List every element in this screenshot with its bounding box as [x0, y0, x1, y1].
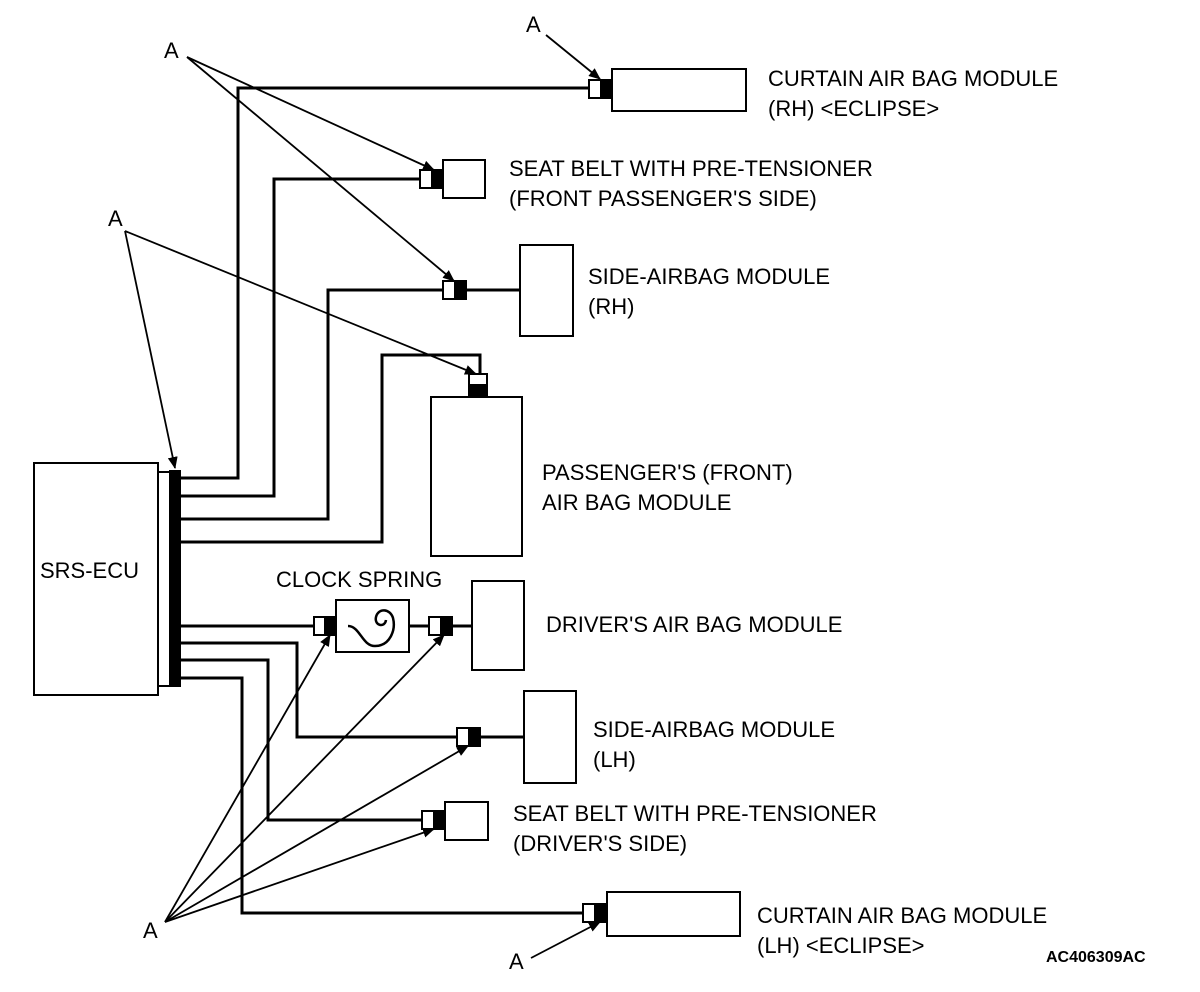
seatbelt-driver-label-line2: (DRIVER'S SIDE)	[513, 831, 688, 856]
clock-spring-label: CLOCK SPRING	[276, 567, 443, 592]
connector-clockspring-in	[313, 616, 337, 636]
seatbelt-passenger-module	[442, 159, 486, 199]
srs-ecu-connector-frame	[157, 471, 171, 687]
connector-passenger-front	[468, 373, 488, 398]
passenger-front-label-line1: PASSENGER'S (FRONT)	[542, 460, 793, 485]
wire-passenger-front	[181, 353, 482, 544]
side-rh-label-line2: (RH)	[588, 294, 635, 319]
wiring-harness	[181, 86, 588, 915]
connectors	[313, 79, 613, 923]
callout-a-upper-left: A	[164, 38, 179, 63]
wire-seatbelt-driver	[181, 658, 422, 822]
srs-ecu-label: SRS-ECU	[40, 558, 140, 583]
arrow-to-seatbelt-passenger	[186, 56, 435, 171]
seatbelt-driver-label: SEAT BELT WITH PRE-TENSIONER (DRIVER'S S…	[513, 799, 877, 859]
seatbelt-driver-label-line1: SEAT BELT WITH PRE-TENSIONER	[513, 801, 877, 826]
side-rh-label: SIDE-AIRBAG MODULE (RH)	[588, 262, 830, 322]
curtain-rh-label-line2: (RH) <ECLIPSE>	[768, 96, 940, 121]
curtain-lh-label-line1: CURTAIN AIR BAG MODULE	[757, 903, 1048, 928]
wire-curtain-lh	[181, 676, 582, 915]
connector-seatbelt-driver	[421, 810, 446, 830]
clock-spring-box	[335, 599, 410, 653]
seatbelt-driver-module	[444, 801, 489, 841]
side-lh-label-line2: (LH)	[593, 747, 636, 772]
callout-a-bottom-left: A	[143, 918, 158, 943]
arrow-to-ecu-connector	[124, 230, 178, 469]
curtain-lh-module	[606, 891, 741, 937]
curtain-rh-module	[611, 68, 747, 112]
side-lh-module	[523, 690, 577, 784]
curtain-rh-label-line1: CURTAIN AIR BAG MODULE	[768, 66, 1059, 91]
arrow-to-curtain-rh	[545, 34, 601, 80]
curtain-lh-label: CURTAIN AIR BAG MODULE (LH) <ECLIPSE>	[757, 901, 1047, 961]
arrow-to-clockspring-connector	[164, 634, 331, 923]
wire-curtain-rh	[181, 86, 588, 480]
passenger-front-label: PASSENGER'S (FRONT) AIR BAG MODULE	[542, 458, 793, 518]
driver-label: DRIVER'S AIR BAG MODULE	[546, 610, 842, 640]
curtain-lh-label-line2: (LH) <ECLIPSE>	[757, 933, 925, 958]
arrow-to-driver-connector	[164, 634, 445, 923]
connector-side-rh	[442, 280, 467, 300]
wire-seatbelt-passenger	[181, 177, 420, 498]
callout-arrows	[124, 34, 601, 959]
side-lh-label-line1: SIDE-AIRBAG MODULE	[593, 717, 836, 742]
arrow-to-side-rh	[186, 56, 455, 282]
callout-a-top-right: A	[526, 12, 541, 37]
seatbelt-passenger-label-line1: SEAT BELT WITH PRE-TENSIONER	[509, 156, 873, 181]
passenger-front-module	[430, 396, 523, 557]
curtain-rh-label: CURTAIN AIR BAG MODULE (RH) <ECLIPSE>	[768, 64, 1058, 124]
connector-driver	[428, 616, 453, 636]
driver-label-line1: DRIVER'S AIR BAG MODULE	[546, 612, 843, 637]
passenger-front-label-line2: AIR BAG MODULE	[542, 490, 732, 515]
arrow-to-side-lh-connector	[164, 745, 469, 923]
callout-a-mid-left: A	[108, 206, 123, 231]
seatbelt-passenger-label-line2: (FRONT PASSENGER'S SIDE)	[509, 186, 817, 211]
arrow-to-passenger-front	[124, 230, 477, 375]
connector-curtain-lh	[582, 903, 608, 923]
connector-side-lh	[456, 727, 481, 747]
connector-curtain-rh	[588, 79, 613, 99]
side-lh-label: SIDE-AIRBAG MODULE (LH)	[593, 715, 835, 775]
driver-module	[471, 580, 525, 671]
side-rh-label-line1: SIDE-AIRBAG MODULE	[588, 264, 831, 289]
arrow-to-seatbelt-driver-connector	[164, 827, 435, 923]
arrow-to-curtain-lh	[530, 921, 601, 959]
wire-side-rh	[181, 288, 443, 521]
wire-side-lh	[181, 641, 456, 739]
clock-spring-coil	[347, 609, 395, 648]
connector-seatbelt-passenger	[419, 169, 444, 189]
callout-a-bottom: A	[509, 949, 524, 974]
figure-code: AC406309AC	[1046, 949, 1146, 966]
side-rh-module	[519, 244, 574, 337]
srs-ecu-box	[33, 462, 159, 696]
seatbelt-passenger-label: SEAT BELT WITH PRE-TENSIONER (FRONT PASS…	[509, 154, 873, 214]
srs-ecu-connector	[169, 470, 181, 687]
